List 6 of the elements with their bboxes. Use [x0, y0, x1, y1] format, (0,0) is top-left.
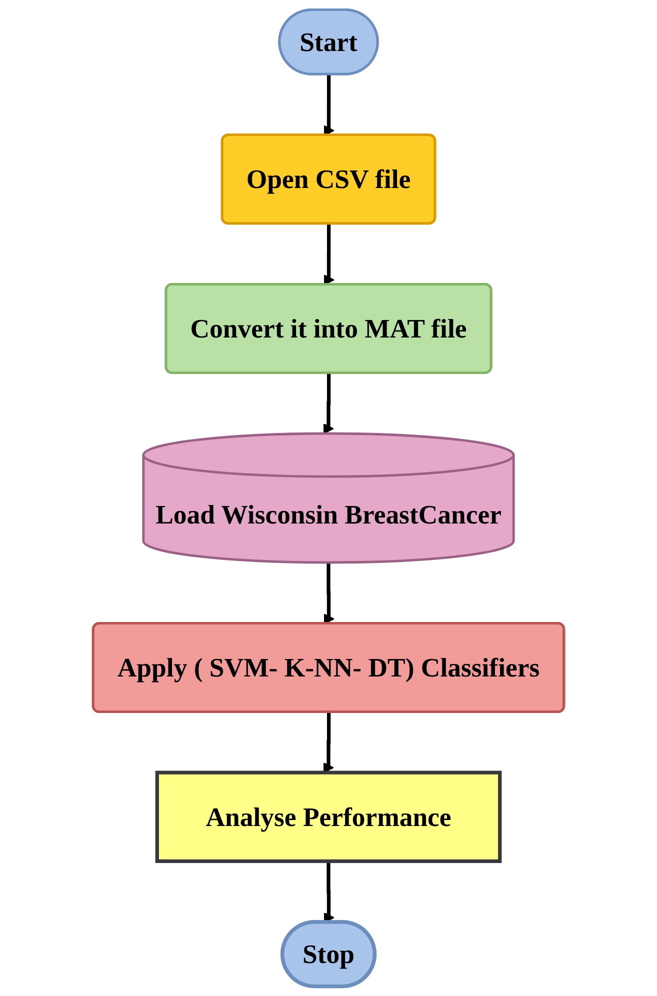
arrow: [323, 372, 334, 434]
node-box: Analyse Performance: [155, 770, 502, 864]
arrow: [324, 560, 334, 624]
arrow: [323, 710, 334, 774]
arrow: [324, 222, 334, 286]
arrow: [324, 72, 334, 136]
